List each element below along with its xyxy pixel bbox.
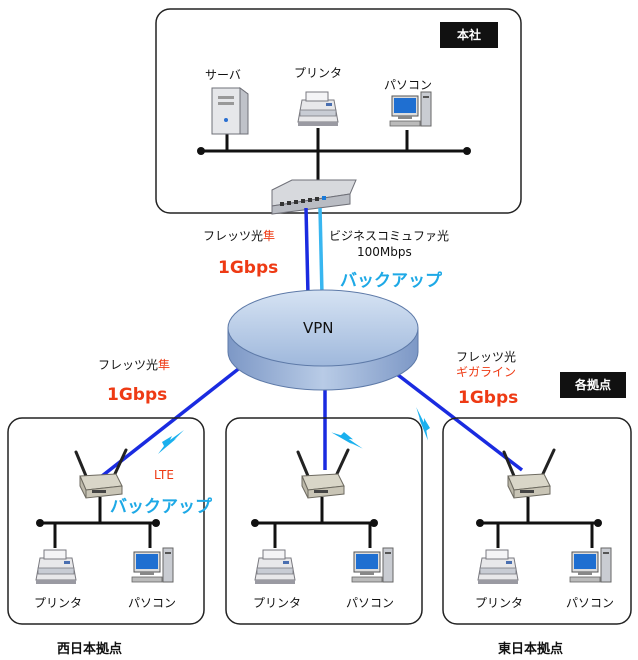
- east-printer-label: プリンタ: [475, 596, 524, 610]
- west-speed: 1Gbps: [107, 385, 168, 405]
- east-branch-title: 東日本拠点: [498, 642, 564, 657]
- west-router-icon: [74, 448, 128, 500]
- east-pc-label: パソコン: [566, 596, 615, 610]
- west-printer-label: プリンタ: [34, 596, 83, 610]
- printer-icon: [477, 549, 519, 585]
- east-lan-bus: [476, 497, 602, 548]
- center-branch-box: [225, 417, 423, 625]
- pc-label: パソコン: [384, 78, 433, 92]
- west-lte-label: LTE: [154, 468, 174, 482]
- west-branch-box: [7, 417, 205, 625]
- hq-badge: 本社: [440, 22, 498, 48]
- pc-icon: [389, 91, 432, 127]
- center-lan-bus: [251, 497, 378, 548]
- hq-lan-bus: [197, 128, 471, 180]
- west-line-name: フレッツ光隼: [98, 358, 171, 372]
- hq-backup-role: バックアップ: [340, 271, 442, 291]
- center-printer-label: プリンタ: [253, 596, 302, 610]
- vpn-label: VPN: [303, 319, 334, 337]
- center-router-icon: [296, 448, 350, 500]
- east-line-name-2: ギガライン: [456, 365, 517, 379]
- printer-icon: [254, 549, 296, 585]
- east-router-icon: [502, 448, 556, 500]
- west-lan-bus: [36, 497, 160, 548]
- hq-main-speed: 1Gbps: [218, 258, 279, 278]
- pc-icon: [569, 547, 612, 583]
- printer-label: プリンタ: [294, 66, 343, 80]
- west-branch-title: 西日本拠点: [57, 642, 123, 657]
- hq-backup-link: [318, 207, 324, 296]
- west-link: [100, 350, 262, 478]
- west-pc-label: パソコン: [128, 596, 177, 610]
- hq-box: [155, 8, 522, 214]
- branches-badge: 各拠点: [560, 372, 626, 398]
- west-backup-label: バックアップ: [110, 497, 212, 517]
- east-link: [383, 363, 524, 472]
- east-line-name-1: フレッツ光: [456, 350, 517, 364]
- hq-main-link: [304, 207, 310, 296]
- server-icon: [211, 87, 249, 135]
- lightning-icon: [158, 430, 184, 454]
- printer-icon: [35, 549, 77, 585]
- east-branch-box: [442, 417, 632, 625]
- pc-icon: [131, 547, 174, 583]
- center-pc-label: パソコン: [346, 596, 395, 610]
- pc-icon: [351, 547, 394, 583]
- switch-icon: [271, 179, 357, 215]
- vpn-cloud: [227, 289, 419, 391]
- hq-main-line-name: フレッツ光隼: [203, 229, 276, 243]
- hq-backup-line-name: ビジネスコミュファ光: [329, 229, 450, 243]
- server-label: サーバ: [205, 68, 241, 82]
- east-speed: 1Gbps: [458, 388, 519, 408]
- hq-backup-speed: 100Mbps: [357, 245, 412, 259]
